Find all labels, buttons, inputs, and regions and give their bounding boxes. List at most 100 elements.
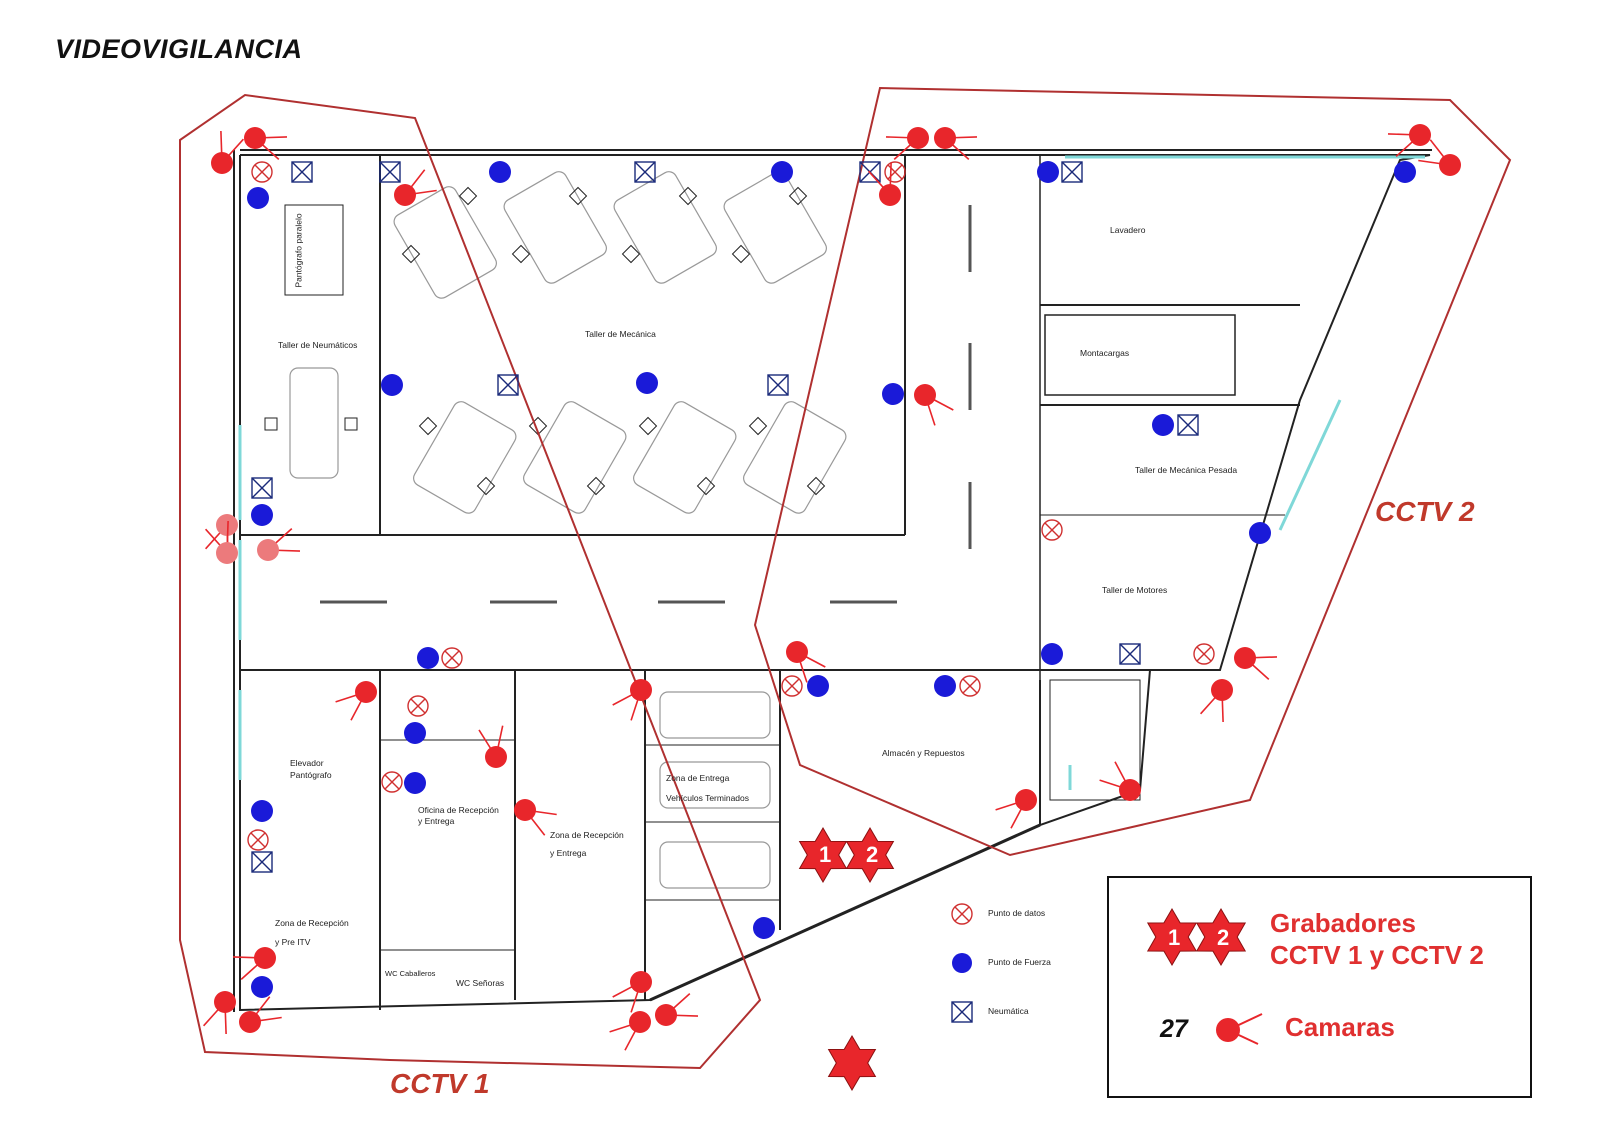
data-point-icon	[1193, 643, 1215, 665]
data-point-icon	[381, 771, 403, 793]
room-elevador-line2: Pantógrafo	[290, 770, 332, 780]
camera-icon	[885, 127, 929, 160]
building-walls	[233, 149, 1432, 1012]
pneumatic-icon	[1177, 414, 1199, 436]
camera-icon	[868, 162, 901, 206]
power-point-icon	[251, 800, 273, 822]
room-zona-recepcion-entrega-line1: Zona de Recepción	[550, 830, 624, 840]
power-point-icon	[251, 976, 273, 998]
room-taller-motores: Taller de Motores	[1102, 585, 1168, 595]
room-taller-neumaticos: Taller de Neumáticos	[278, 340, 358, 350]
power-point-icon	[1041, 643, 1063, 665]
data-point-icon	[781, 675, 803, 697]
room-oficina-line1: Oficina de Recepción	[418, 805, 499, 815]
camera-icon	[1099, 761, 1141, 801]
power-point-icon	[247, 187, 269, 209]
recorder-1-number: 1	[819, 842, 831, 867]
room-pantografo-paralelo: Pantógrafo paralelo	[293, 213, 304, 288]
room-wc-senoras: WC Señoras	[456, 978, 505, 988]
camera-icon	[1418, 139, 1461, 176]
power-point-icon	[489, 161, 511, 183]
data-points	[247, 161, 1215, 851]
lift-markers	[264, 186, 826, 496]
page-title: VIDEOVIGILANCIA	[55, 34, 303, 64]
data-point-icon	[959, 675, 981, 697]
pneumatic-icon	[251, 851, 273, 873]
data-point-icon	[884, 161, 906, 183]
cctv1-label: CCTV 1	[390, 1068, 490, 1099]
pneumatic-icon	[251, 477, 273, 499]
room-montacargas: Montacargas	[1080, 348, 1130, 358]
legend-camera-icon	[1216, 1013, 1263, 1045]
camera-icon	[205, 520, 238, 564]
power-point-icon	[1394, 161, 1416, 183]
power-point-icon	[1152, 414, 1174, 436]
legend-icons: 1 2	[1146, 908, 1263, 1045]
camera-icon	[394, 169, 437, 206]
data-point-icon	[247, 829, 269, 851]
room-elevador-line1: Elevador	[290, 758, 324, 768]
camera-icon	[1387, 124, 1431, 157]
pneumatic-points	[251, 161, 1199, 873]
symbol-legend-markers	[951, 903, 973, 1023]
room-wc-caballeros: WC Caballeros	[385, 969, 436, 978]
vehicles	[289, 171, 847, 889]
data-point-icon	[407, 695, 429, 717]
room-almacen: Almacén y Repuestos	[882, 748, 965, 758]
windows	[238, 155, 1425, 790]
camera-icon	[232, 947, 276, 980]
pneumatic-icon	[291, 161, 313, 183]
legend-camera-label: Camaras	[1285, 1012, 1395, 1042]
camera-icon	[934, 127, 978, 160]
legend-recorder-2-number: 2	[1217, 925, 1229, 950]
lane-markings	[320, 205, 972, 604]
room-lavadero: Lavadero	[1110, 225, 1146, 235]
legend-power-point: Punto de Fuerza	[988, 957, 1051, 967]
data-point-icon	[251, 161, 273, 183]
data-point-icon	[441, 647, 463, 669]
power-point-icon	[882, 383, 904, 405]
camera-icon	[995, 789, 1037, 829]
camera-icon	[1200, 679, 1233, 723]
room-zona-recepcion-itv-line1: Zona de Recepción	[275, 918, 349, 928]
recorder-2-number: 2	[866, 842, 878, 867]
cctv1-outline	[179, 93, 762, 1070]
data-point-icon	[1041, 519, 1063, 541]
power-point-icon	[1249, 522, 1271, 544]
camera-icon	[239, 996, 282, 1033]
camera-icon	[609, 1011, 651, 1051]
camera-icon	[914, 384, 954, 426]
room-zona-recepcion-entrega-line2: y Entrega	[550, 848, 587, 858]
cctv-zone-outlines	[179, 86, 1512, 1070]
power-point-icon	[807, 675, 829, 697]
pneumatic-icon	[767, 374, 789, 396]
camera-icon	[655, 993, 699, 1026]
camera-icon	[612, 679, 652, 721]
pneumatic-icon	[379, 161, 401, 183]
power-point-icon	[404, 772, 426, 794]
camera-icon	[478, 725, 507, 768]
legend-camera-count: 27	[1160, 1015, 1188, 1043]
legend-recorders-line2: CCTV 1 y CCTV 2	[1270, 940, 1484, 970]
legend-recorders-line1: Grabadores	[1270, 908, 1416, 938]
room-zona-entrega-line1: Zona de Entrega	[666, 773, 730, 783]
power-point-icon	[636, 372, 658, 394]
camera-icon	[257, 528, 301, 561]
legend-recorder-1-number: 1	[1168, 925, 1180, 950]
power-point-icon	[251, 504, 273, 526]
legend-box	[1107, 876, 1532, 1098]
power-point-icon	[771, 161, 793, 183]
pneumatic-icon	[634, 161, 656, 183]
recorder-stars-plan: 1 2	[798, 827, 895, 1091]
camera-icon	[786, 641, 826, 683]
power-point-icon	[404, 722, 426, 744]
power-point-icon	[934, 675, 956, 697]
power-points	[247, 161, 1416, 998]
pneumatic-icon	[497, 374, 519, 396]
power-point-icon	[417, 647, 439, 669]
power-point-icon	[1037, 161, 1059, 183]
camera-icon	[1234, 647, 1278, 680]
camera-icon	[211, 130, 244, 174]
camera-icon	[514, 799, 557, 836]
